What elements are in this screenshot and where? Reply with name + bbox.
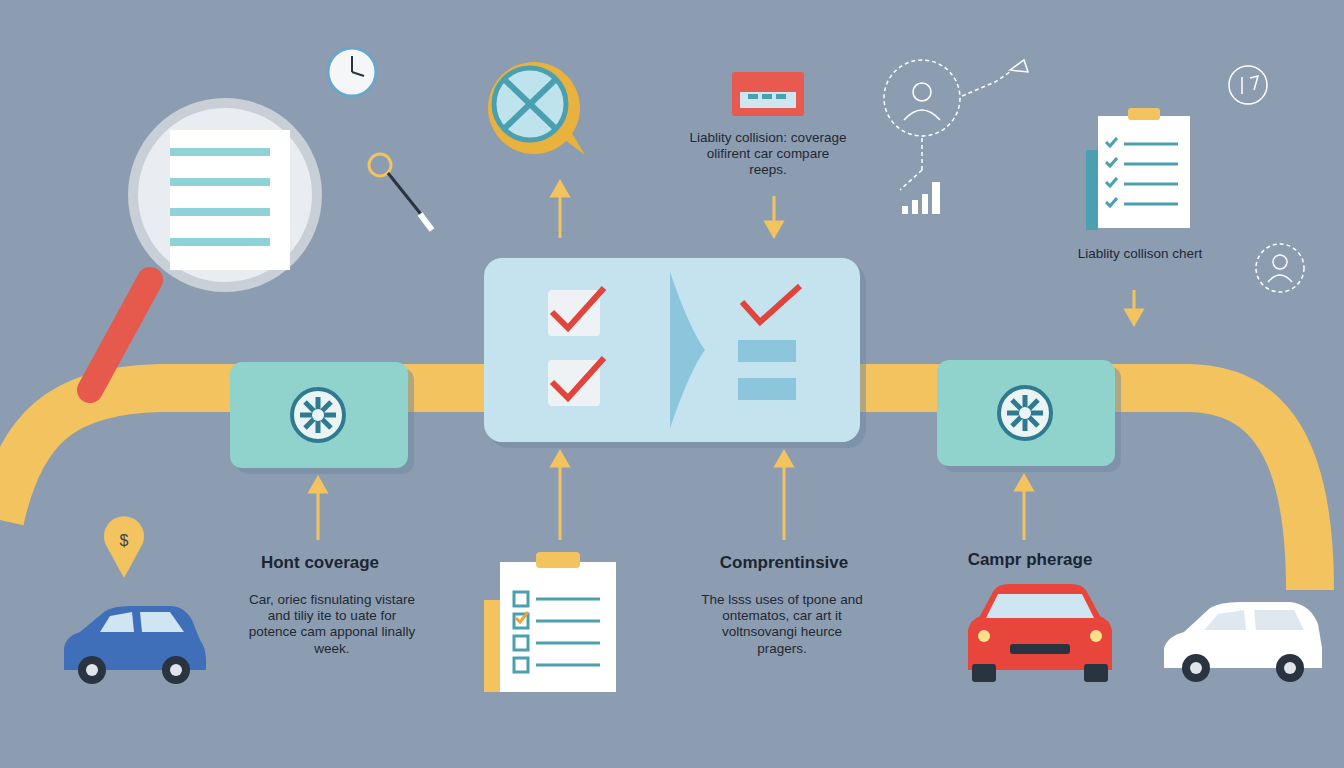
price-pin — [104, 516, 144, 578]
section-body: Car, oriec fisnulating vistare and tiliy… — [242, 592, 422, 657]
leader-arrows — [310, 182, 1142, 540]
wheel-badge — [488, 62, 585, 155]
note-text: Liablity collision: coverage olifirent c… — [688, 130, 848, 179]
red-car — [968, 584, 1112, 682]
blue-car — [64, 606, 206, 684]
price-symbol: $ — [112, 531, 136, 550]
person-icon — [884, 60, 1028, 190]
comparison-box — [484, 258, 866, 448]
section-heading: Hont coverage — [220, 553, 420, 573]
card-icon — [732, 72, 804, 116]
section-heading: Campr pherage — [930, 550, 1130, 570]
note-text: Liablity collison chert — [1075, 246, 1205, 262]
coverage-box — [230, 362, 414, 474]
section-heading: Comprentinsive — [684, 553, 884, 573]
magnifier-icon — [90, 103, 317, 390]
checklist-icon — [1086, 108, 1190, 230]
section-body: The lsss uses of tpone and ontematos, ca… — [697, 592, 867, 657]
coverage-box — [937, 360, 1121, 472]
clipboard-icon — [484, 552, 616, 692]
key-icon — [369, 154, 432, 230]
timer-icon — [1229, 66, 1267, 104]
white-car — [1164, 602, 1322, 682]
bar-chart-icon — [902, 182, 940, 214]
clock-icon — [328, 48, 376, 96]
person-badge — [1256, 244, 1304, 292]
